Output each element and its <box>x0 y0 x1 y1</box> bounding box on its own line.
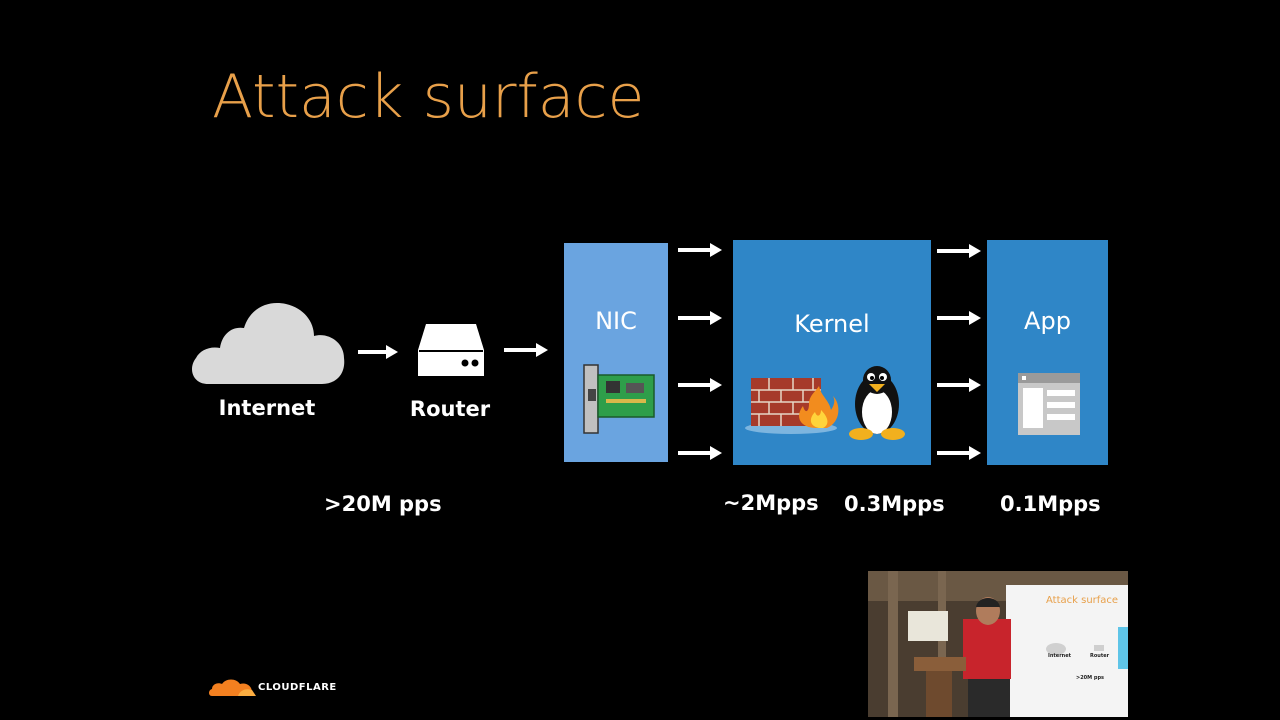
internet-label: Internet <box>218 396 316 420</box>
app-label: App <box>1024 307 1071 335</box>
nic-box: NIC <box>564 243 668 462</box>
arrow-icon <box>358 345 398 359</box>
kernel-box: Kernel <box>733 240 931 465</box>
kernel-label: Kernel <box>794 310 870 338</box>
video-slide-title: Attack surface <box>1046 595 1119 606</box>
arrow-icon <box>678 243 722 257</box>
arrow-icon <box>937 378 981 392</box>
cloud-icon <box>192 303 345 384</box>
arrow-icon <box>937 244 981 258</box>
video-rate-label: >20M pps <box>1076 675 1104 681</box>
arrow-icon <box>678 446 722 460</box>
cloudflare-logo-icon <box>209 679 256 696</box>
router-label: Router <box>409 397 491 421</box>
nic-label: NIC <box>595 307 637 335</box>
rate-router: >20M pps <box>324 492 442 516</box>
linux-penguin-icon <box>849 366 905 440</box>
firewall-icon <box>745 378 839 434</box>
rate-nic-kernel: ~2Mpps <box>723 491 819 515</box>
network-card-icon <box>583 364 655 434</box>
video-internet-label: Internet <box>1048 653 1072 659</box>
arrow-icon <box>937 446 981 460</box>
slide-title: Attack surface <box>212 62 645 132</box>
speaker-video-scene <box>868 571 1128 717</box>
cloudflare-logo-text: CLOUDFLARE <box>258 682 337 693</box>
rate-app: 0.1Mpps <box>1000 492 1101 516</box>
video-router-label: Router <box>1090 653 1110 659</box>
arrow-icon <box>678 378 722 392</box>
arrow-icon <box>937 311 981 325</box>
app-window-icon <box>1018 373 1080 435</box>
arrow-icon <box>678 311 722 325</box>
rate-kernel: 0.3Mpps <box>844 492 945 516</box>
arrow-icon <box>504 343 548 357</box>
app-box: App <box>987 240 1108 465</box>
router-icon <box>418 324 484 376</box>
speaker-video: Attack surface Internet Router >20M pps <box>868 571 1128 717</box>
